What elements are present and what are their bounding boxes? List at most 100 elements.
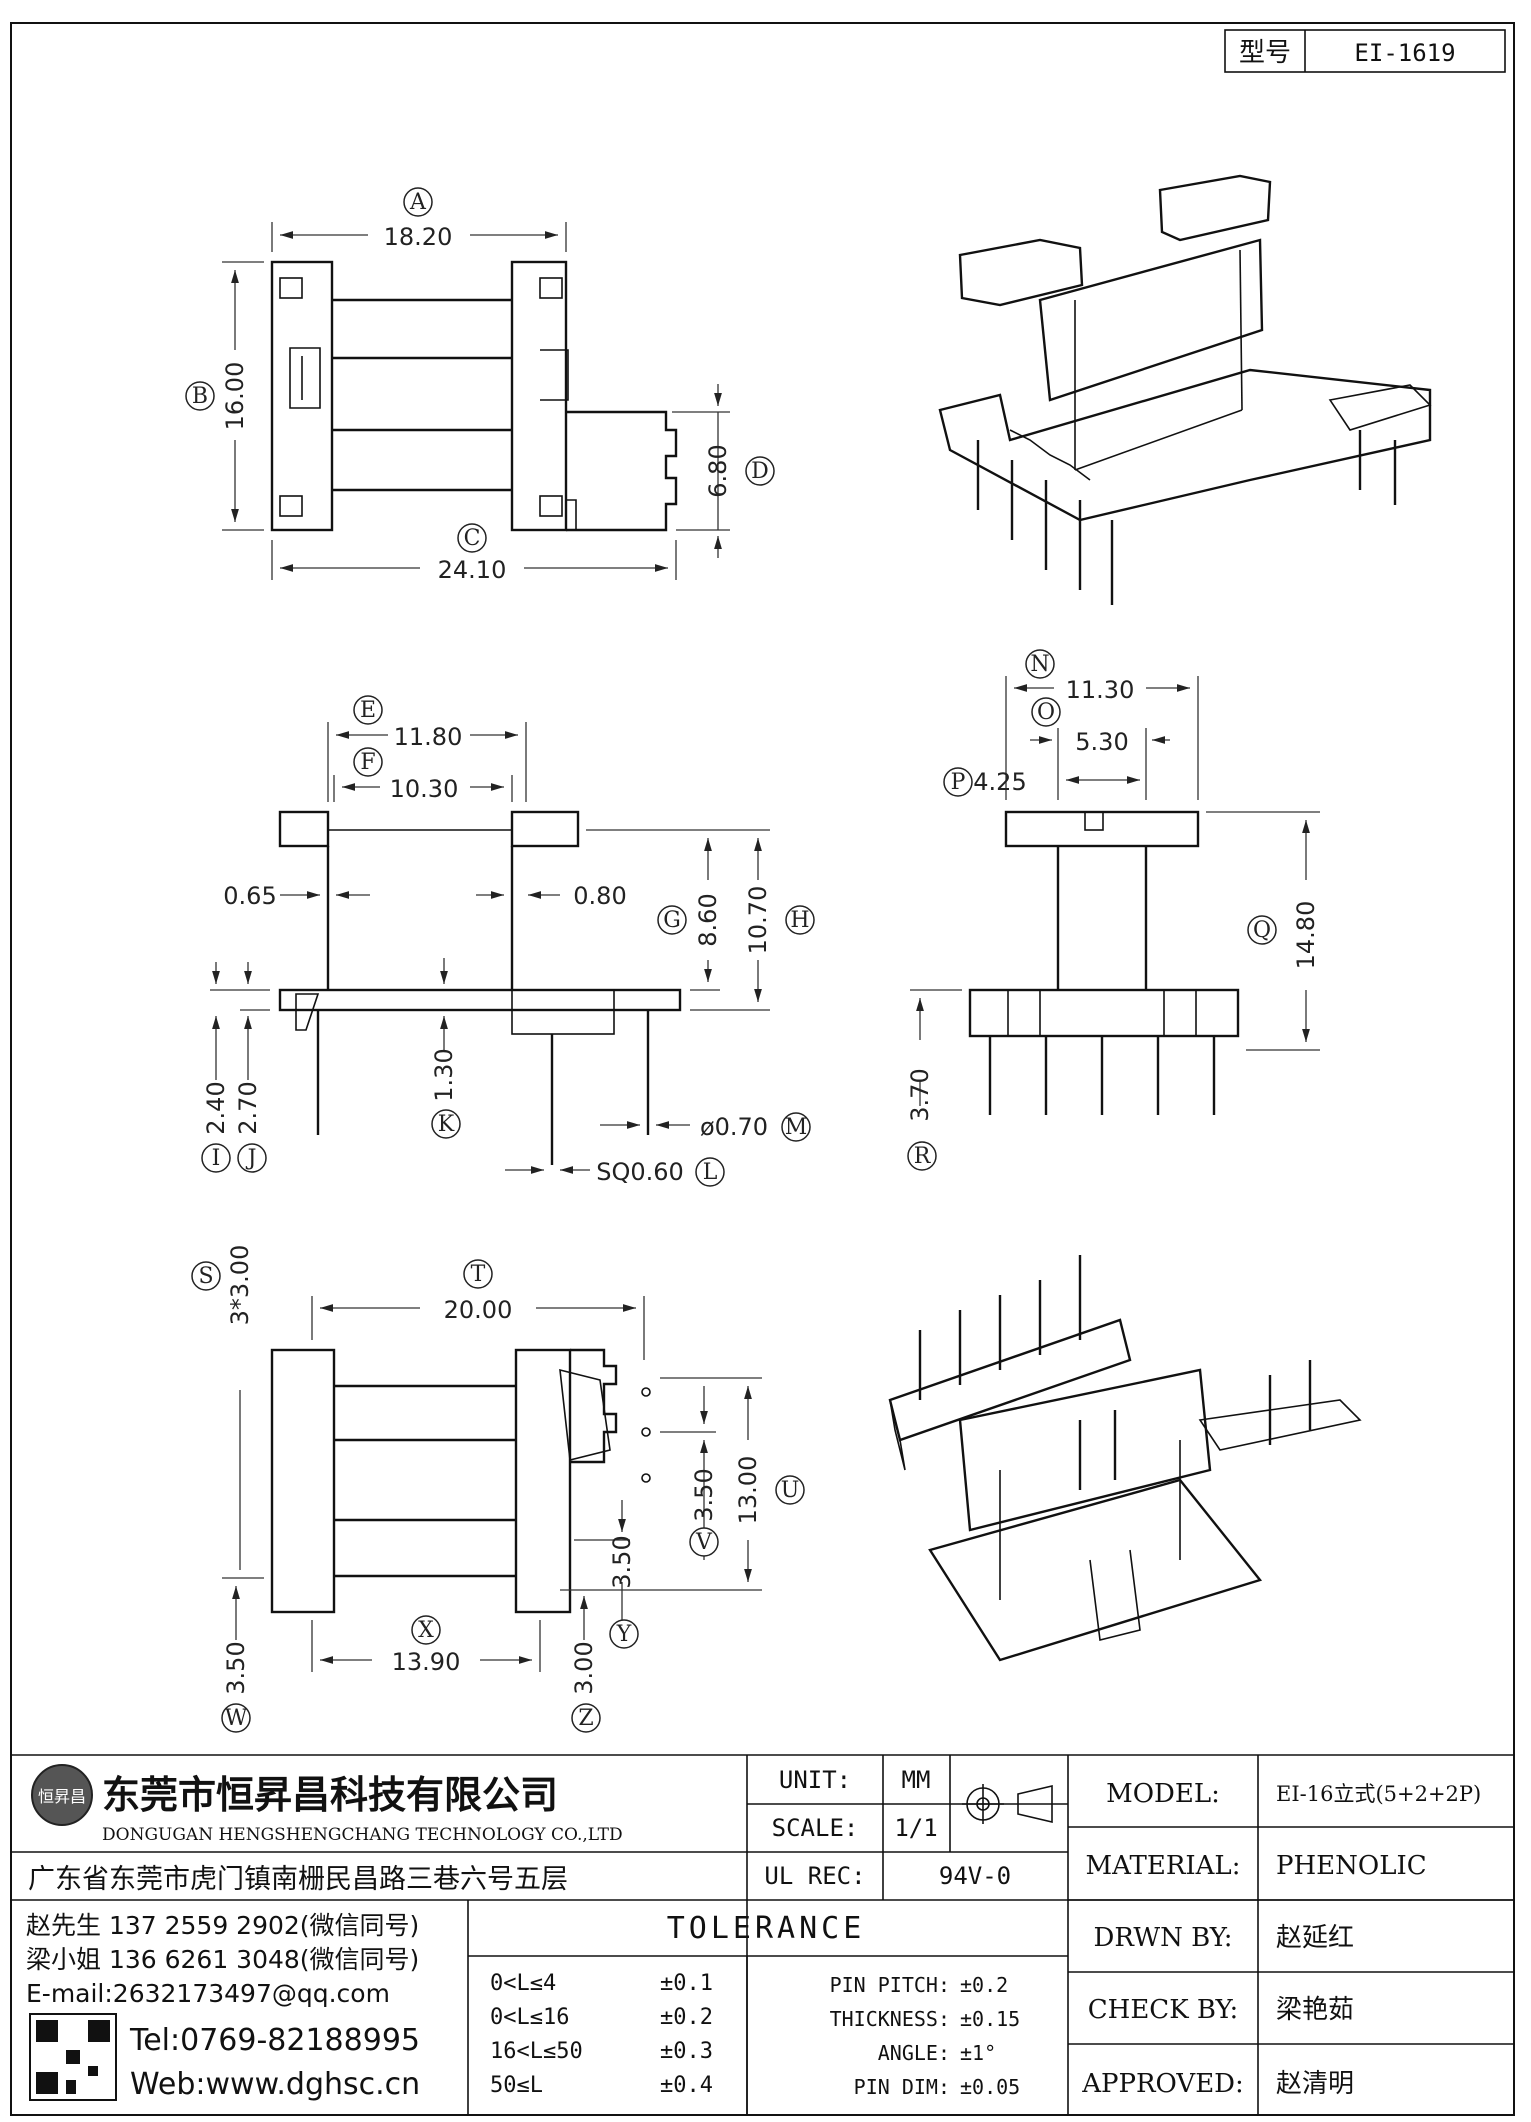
side-view: 11.80 E 10.30 F 0.65 0.80 8.60 G 10.70 H (201, 695, 815, 1187)
dim-Y-letter: Y (616, 1622, 632, 1647)
contact-tel: Tel:0769-82188995 (129, 2023, 420, 2058)
company-name-en: DONGUGAN HENGSHENGCHANG TECHNOLOGY CO.,L… (102, 1825, 623, 1845)
unit-label: UNIT: (779, 1766, 851, 1794)
tol-extra-label-3: ANGLE: (878, 2041, 950, 2065)
dim-I-letter: I (212, 1146, 221, 1171)
dim-N-balloon (1025, 649, 1055, 679)
dim-E-value: 11.80 (394, 723, 463, 751)
qr-code-icon (29, 2013, 117, 2101)
company-logo-icon (31, 1764, 93, 1826)
dim-A-letter: A (409, 190, 427, 215)
tol-extra-value-3: ±1° (960, 2041, 996, 2065)
dim-U-letter: U (781, 1478, 800, 1503)
dim-M-value: ø0.70 (700, 1113, 768, 1141)
header-model-label: 型号 (1239, 38, 1291, 68)
dim-F-value: 10.30 (390, 775, 459, 803)
ulrec-label: UL REC: (764, 1862, 865, 1890)
material-value: PHENOLIC (1276, 1851, 1427, 1881)
dim-Z-balloon (571, 1703, 601, 1733)
front-view: 11.30 N 5.30 O 4.25 P 14.80 Q 3.70 R (906, 649, 1320, 1171)
dim-Y-balloon (609, 1619, 639, 1649)
dim-R-letter: R (914, 1144, 932, 1169)
title-block: 恒昇昌 东莞市恒昇昌科技有限公司 DONGUGAN HENGSHENGCHANG… (10, 1754, 1515, 2116)
dim-J-letter: J (246, 1146, 257, 1171)
dim-A-balloon (403, 187, 433, 217)
tol-range-4: 50≤L (490, 2073, 543, 2098)
tol-range-3: 16<L≤50 (490, 2039, 583, 2064)
model-label: MODEL: (1106, 1779, 1220, 1809)
dim-L-balloon (695, 1157, 725, 1187)
dim-F-letter: F (360, 750, 375, 775)
contact-web: Web:www.dghsc.cn (130, 2067, 420, 2102)
dim-W-balloon (221, 1703, 251, 1733)
header-model-value: EI-1619 (1354, 39, 1455, 67)
dim-C-value: 24.10 (438, 556, 507, 584)
logo-text: 恒昇昌 (38, 1787, 86, 1806)
dim-C-balloon (457, 523, 487, 553)
contact-1: 赵先生 137 2559 2902(微信同号) (26, 1911, 419, 1940)
dim-L-value: SQ0.60 (596, 1158, 684, 1186)
tol-range-1: 0<L≤4 (490, 1971, 556, 1996)
dim-I-value: 2.40 (202, 1081, 230, 1134)
drawn-label: DRWN BY: (1094, 1923, 1233, 1953)
dim-B-balloon (185, 381, 215, 411)
tol-extra-value-4: ±0.05 (960, 2075, 1020, 2099)
dim-Z-letter: Z (578, 1706, 593, 1731)
check-value: 梁艳茹 (1276, 1995, 1354, 2025)
dim-P-value: 4.25 (973, 768, 1026, 796)
dim-M-balloon (781, 1112, 811, 1142)
dim-Y-value: 3.50 (608, 1535, 636, 1588)
dim-G-letter: G (663, 908, 681, 933)
dim-S-letter: S (198, 1264, 213, 1289)
tolerance-title: TOLERANCE (667, 1911, 866, 1946)
dim-T-value: 20.00 (444, 1296, 513, 1324)
dim-S-value: 3*3.00 (226, 1245, 254, 1326)
dim-T-letter: T (471, 1262, 486, 1287)
dim-J-balloon (237, 1143, 267, 1173)
dim-H-value: 10.70 (744, 886, 772, 955)
dim-N-value: 11.30 (1066, 676, 1135, 704)
dim-X-balloon (411, 1615, 441, 1645)
dim-L-letter: L (703, 1160, 718, 1185)
tol-extra-value-1: ±0.2 (960, 1973, 1008, 1997)
contact-2: 梁小姐 136 6261 3048(微信同号) (26, 1945, 419, 1974)
dim-O-value: 5.30 (1075, 728, 1128, 756)
dim-K-balloon (431, 1109, 461, 1139)
dim-D-letter: D (751, 459, 769, 484)
dim-K-letter: K (438, 1112, 455, 1137)
scale-value: 1/1 (894, 1814, 937, 1842)
material-label: MATERIAL: (1086, 1851, 1241, 1881)
iso-view-bottom (888, 1255, 1362, 1662)
dim-B-letter: B (192, 384, 208, 409)
check-label: CHECK BY: (1088, 1995, 1239, 2025)
unit-value: MM (902, 1766, 931, 1794)
dim-W-value: 3.50 (222, 1641, 250, 1694)
drawn-value: 赵延红 (1276, 1923, 1354, 1953)
dim-D-value: 6.80 (704, 444, 732, 497)
dim-F-balloon (353, 747, 383, 777)
dim-Z-value: 3.00 (570, 1641, 598, 1694)
dim-K-value: 1.30 (430, 1048, 458, 1101)
dim-I-balloon (201, 1143, 231, 1173)
dim-M-letter: M (785, 1115, 808, 1140)
dim-O-balloon (1031, 697, 1061, 727)
tol-value-1: ±0.1 (660, 1971, 713, 1996)
scale-label: SCALE: (772, 1814, 859, 1842)
dim-V-value: 3.50 (690, 1468, 718, 1521)
company-name-cn: 东莞市恒昇昌科技有限公司 (102, 1773, 558, 1817)
dim-E-letter: E (360, 698, 376, 723)
dim-Q-letter: Q (1253, 918, 1271, 943)
top-view: 18.20 A 16.00 B 24.10 C 6.80 D (185, 187, 775, 584)
contact-email: E-mail:2632173497@qq.com (26, 1979, 390, 2008)
dim-Q-balloon (1247, 915, 1277, 945)
dim-D-balloon (745, 456, 775, 486)
tol-extra-label-1: PIN PITCH: (830, 1973, 950, 1997)
dim-O-letter: O (1037, 700, 1055, 725)
dim-U-balloon (775, 1475, 805, 1505)
bottom-view: 3*3.00 S 20.00 T 13.00 U 3.50 V 3.50 W (191, 1245, 805, 1733)
iso-view-top (938, 174, 1432, 605)
dim-C-letter: C (464, 526, 481, 551)
tol-value-2: ±0.2 (660, 2005, 713, 2030)
dim-X-value: 13.90 (392, 1648, 461, 1676)
